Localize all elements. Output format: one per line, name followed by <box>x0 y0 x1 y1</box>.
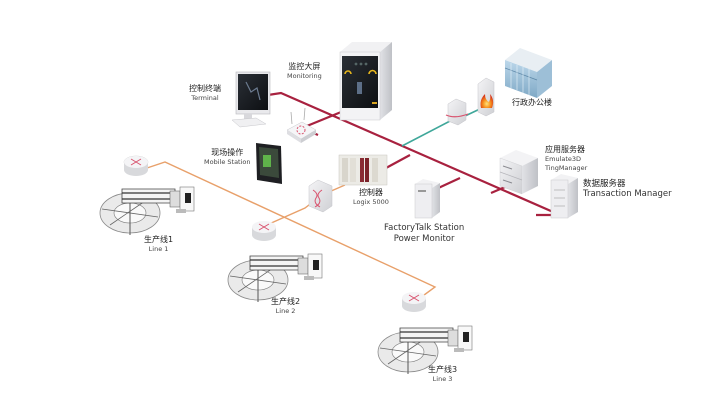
router-line2[interactable] <box>252 221 276 241</box>
mobile-station-label-cn: 现场操作 <box>211 148 244 157</box>
server-tower-icon <box>414 179 440 219</box>
line2-label-cn: 生产线2 <box>271 297 301 306</box>
app-server-label-cn: 应用服务器 <box>545 145 585 154</box>
line3-label-en: Line 3 <box>432 375 453 383</box>
factorytalk-label-line2: Power Monitor <box>393 234 455 244</box>
admin-building-label: 行政办公楼 <box>512 98 552 108</box>
router-line1[interactable] <box>123 155 149 176</box>
firewall-icon <box>477 77 495 117</box>
wireless-router-icon <box>286 107 317 143</box>
admin-building-node[interactable] <box>504 48 552 98</box>
production-line-line3[interactable] <box>377 325 473 374</box>
mobile-station-node[interactable] <box>256 143 282 184</box>
display-wall-icon <box>339 42 392 121</box>
production-line-icon <box>99 186 195 235</box>
router-line3[interactable] <box>402 292 426 312</box>
production-line-line2[interactable] <box>227 253 323 302</box>
line3-label: 生产线3 Line 3 <box>428 365 457 384</box>
controller-label-en: Logix 5000 <box>353 198 389 206</box>
data-server-label-cn: 数据服务器 <box>583 179 626 189</box>
wireless-ap-node[interactable] <box>286 107 317 143</box>
line1-label: 生产线1 Line 1 <box>144 235 173 254</box>
terminal-label-en: Terminal <box>191 94 219 102</box>
line2-label-en: Line 2 <box>275 307 296 315</box>
data-server-node[interactable] <box>550 174 578 219</box>
router-icon <box>252 221 276 241</box>
line3-label-cn: 生产线3 <box>428 365 458 374</box>
data-server-label: 数据服务器 Transaction Manager <box>583 179 672 200</box>
router-icon <box>402 292 426 312</box>
desktop-computer-icon <box>231 71 271 128</box>
controller-node[interactable] <box>338 154 388 186</box>
production-line-line1[interactable] <box>99 186 195 235</box>
line1-label-en: Line 1 <box>148 245 169 253</box>
app-server-label-en2: TingManager <box>545 164 588 172</box>
terminal-node[interactable] <box>231 71 271 128</box>
layer3-switch-icon <box>308 179 333 213</box>
controller-label: 控制器 Logix 5000 <box>353 188 389 207</box>
factorytalk-label-line1: FactoryTalk Station <box>384 223 465 233</box>
link-monitoring <box>301 108 347 130</box>
server-tower-icon <box>550 174 578 219</box>
office-switch-node[interactable] <box>445 98 469 126</box>
mobile-station-label-en: Mobile Station <box>204 158 251 166</box>
link-line1-line3 <box>146 161 437 299</box>
factorytalk-label: FactoryTalk Station Power Monitor <box>384 223 464 245</box>
production-line-icon <box>377 325 473 374</box>
terminal-label: 控制终端 Terminal <box>189 84 221 103</box>
monitoring-label-cn: 监控大屏 <box>288 62 321 71</box>
app-server-label: 应用服务器 Emulate3D TingManager <box>545 145 587 173</box>
rack-server-icon <box>499 150 538 195</box>
link-app-server <box>490 185 506 195</box>
link-controller <box>385 154 411 169</box>
network-switch-icon <box>445 98 469 126</box>
factorytalk-node[interactable] <box>414 179 440 219</box>
core-switch-node[interactable] <box>308 179 333 213</box>
controller-label-cn: 控制器 <box>358 188 383 197</box>
data-server-label-en: Transaction Manager <box>583 189 672 199</box>
production-line-icon <box>227 253 323 302</box>
mobile-station-label: 现场操作 Mobile Station <box>204 148 251 167</box>
link-office <box>401 119 453 147</box>
line1-label-cn: 生产线1 <box>144 235 174 244</box>
link-terminal-backbone <box>267 91 561 217</box>
terminal-label-cn: 控制终端 <box>189 84 221 93</box>
plc-controller-icon <box>338 154 388 186</box>
office-building-icon <box>504 48 552 98</box>
app-server-node[interactable] <box>499 150 538 195</box>
admin-building-label-cn: 行政办公楼 <box>512 98 552 107</box>
router-icon <box>123 155 149 176</box>
line2-label: 生产线2 Line 2 <box>271 297 300 316</box>
monitoring-label-en: Monitoring <box>287 72 322 80</box>
monitoring-node[interactable] <box>339 42 392 121</box>
monitoring-label: 监控大屏 Monitoring <box>287 62 322 81</box>
app-server-label-en1: Emulate3D <box>545 155 582 163</box>
firewall-node[interactable] <box>477 77 495 117</box>
tablet-icon <box>256 143 282 184</box>
